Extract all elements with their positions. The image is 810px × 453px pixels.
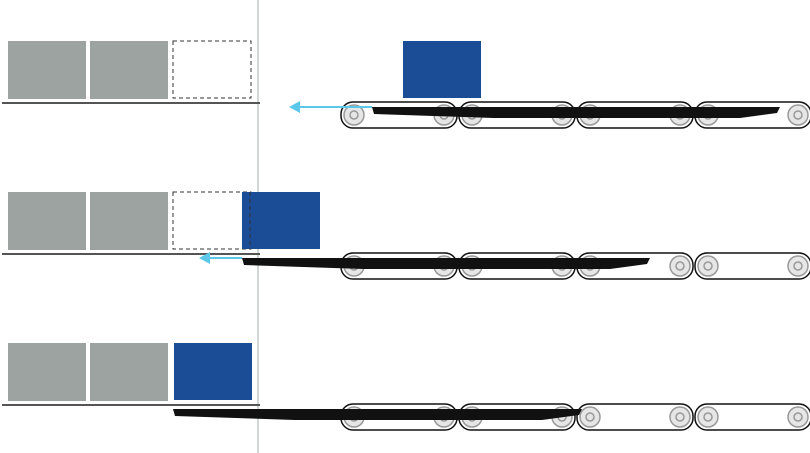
arrow-left-icon	[199, 252, 210, 264]
roller-icon	[697, 406, 719, 428]
roller-hub	[675, 412, 685, 422]
telescopic-fork-icon	[173, 409, 582, 420]
stored-box	[90, 343, 168, 401]
moving-box	[174, 343, 252, 400]
roller-icon	[787, 104, 809, 126]
stored-box	[8, 343, 86, 401]
conveyor-belt	[576, 403, 694, 431]
roller-icon	[787, 255, 809, 277]
moving-box	[403, 41, 481, 98]
roller-hub	[793, 412, 803, 422]
empty-slot-outline	[172, 40, 252, 99]
roller-icon	[669, 406, 691, 428]
roller-icon	[787, 406, 809, 428]
conveyor-segment	[694, 252, 810, 280]
conveyor-segment	[694, 403, 810, 431]
roller-hub	[793, 110, 803, 120]
moving-box	[242, 192, 320, 249]
step-3	[2, 343, 810, 431]
roller-icon	[669, 255, 691, 277]
arrow-left-icon	[289, 101, 300, 113]
stored-box	[8, 41, 86, 99]
roller-icon	[343, 104, 365, 126]
empty-slot-outline	[172, 191, 252, 250]
step-2	[2, 191, 810, 280]
roller-hub	[793, 261, 803, 271]
roller-icon	[579, 406, 601, 428]
telescopic-fork-icon	[372, 107, 780, 118]
roller-hub	[585, 412, 595, 422]
step-1	[2, 40, 810, 129]
roller-hub	[703, 261, 713, 271]
stored-box	[8, 192, 86, 250]
conveyor-segment	[576, 403, 694, 431]
conveyor-belt	[694, 403, 810, 431]
roller-hub	[675, 261, 685, 271]
telescopic-fork-icon	[242, 258, 650, 269]
roller-icon	[697, 255, 719, 277]
roller-hub	[349, 110, 359, 120]
stored-box	[90, 192, 168, 250]
stored-box	[90, 41, 168, 99]
conveyor-belt	[694, 252, 810, 280]
roller-hub	[703, 412, 713, 422]
